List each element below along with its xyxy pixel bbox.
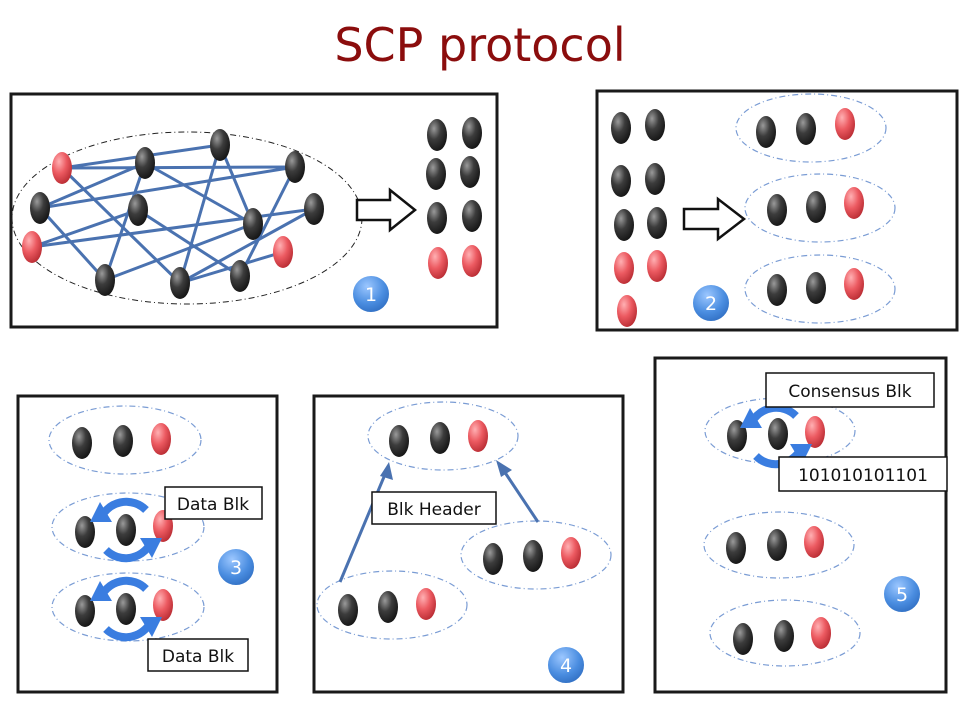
step-badge-5: 5	[882, 574, 922, 614]
svg-text:Data Blk: Data Blk	[162, 647, 234, 667]
panel-2: 2	[595, 89, 959, 332]
arrow-right-icon	[682, 196, 747, 242]
svg-text:3: 3	[230, 557, 242, 579]
node-cluster	[426, 117, 482, 279]
binary-data-label: 101010101101	[778, 456, 948, 492]
step-badge-2: 2	[691, 283, 731, 323]
svg-text:4: 4	[560, 655, 572, 677]
node-cluster	[611, 109, 667, 327]
step-badge-1: 1	[351, 274, 391, 314]
refresh-icon	[90, 497, 162, 563]
data-block-label: Data Blk	[147, 638, 249, 672]
group-ellipses	[735, 93, 896, 324]
svg-text:5: 5	[896, 584, 908, 606]
step-badge-3: 3	[216, 547, 256, 587]
group-nodes	[756, 108, 864, 306]
svg-text:Blk Header: Blk Header	[387, 500, 481, 520]
svg-text:Consensus Blk: Consensus Blk	[788, 382, 911, 402]
data-block-label: Data Blk	[164, 486, 263, 520]
group-nodes	[338, 420, 581, 626]
svg-text:1: 1	[365, 284, 377, 306]
group-nodes	[72, 423, 173, 627]
arrow-right-icon	[355, 187, 418, 233]
block-header-label: Blk Header	[371, 491, 497, 525]
panel-1: 1	[9, 92, 499, 329]
panel-3: Data Blk Data Blk 3	[16, 394, 279, 694]
group-nodes	[726, 416, 831, 655]
svg-text:Data Blk: Data Blk	[177, 495, 249, 515]
link-arrows	[338, 460, 540, 583]
panel-5: Consensus Blk 101010101101 5	[653, 356, 948, 694]
svg-text:2: 2	[705, 293, 717, 315]
network-nodes	[22, 129, 324, 299]
group-ellipses	[48, 405, 205, 642]
refresh-icon	[90, 576, 162, 642]
page-title: SCP protocol	[334, 18, 626, 72]
panel-4: Blk Header 4	[312, 394, 625, 694]
step-badge-4: 4	[546, 645, 586, 685]
consensus-block-label: Consensus Blk	[765, 372, 935, 408]
svg-text:101010101101: 101010101101	[798, 466, 928, 486]
network-edges	[31, 143, 315, 285]
